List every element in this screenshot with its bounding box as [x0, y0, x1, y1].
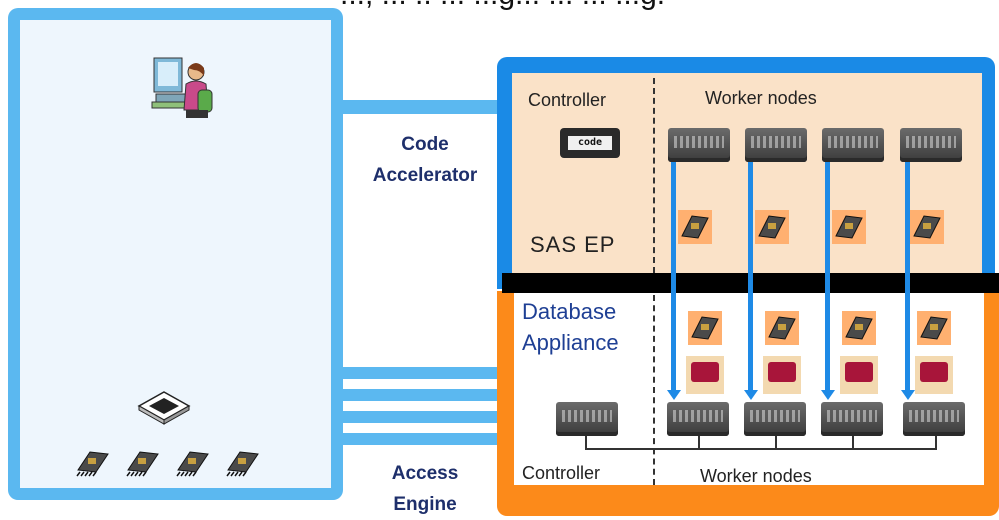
connector-access-1 [343, 367, 503, 379]
disk-icon [763, 356, 801, 394]
server-icon [822, 128, 884, 162]
arrow-head [744, 390, 758, 400]
code-accelerator-line-1: Code [401, 134, 449, 155]
code-server-icon: code [560, 128, 620, 158]
network-line [935, 436, 937, 449]
data-flow-arrow [905, 162, 910, 390]
connector-access-3 [343, 411, 503, 423]
server-icon [745, 128, 807, 162]
controller-label-bottom: Controller [522, 463, 601, 483]
code-accelerator-line-2: Accelerator [372, 165, 478, 186]
user-at-computer-icon [150, 54, 216, 126]
arrow-head [821, 390, 835, 400]
dashed-separator-bottom [653, 295, 655, 485]
database-appliance-line-2: Appliance [522, 330, 619, 355]
connector-access-2 [343, 389, 503, 401]
server-icon [667, 402, 729, 436]
memory-chip-icon [678, 210, 712, 244]
connector-code-accelerator [343, 100, 503, 114]
network-line [585, 436, 587, 449]
disk-icon [915, 356, 953, 394]
worker-nodes-label-top: Worker nodes [705, 88, 817, 108]
memory-chip-icon [72, 446, 114, 478]
memory-chip-icon [832, 210, 866, 244]
cpu-chip-icon [137, 390, 191, 438]
code-badge: code [568, 136, 612, 150]
controller-label-top: Controller [528, 90, 607, 110]
network-line [775, 436, 777, 449]
memory-chip-icon [172, 446, 214, 478]
server-icon [744, 402, 806, 436]
code-accelerator-label: Code Accelerator [355, 129, 495, 191]
data-flow-arrow [825, 162, 830, 390]
server-icon [821, 402, 883, 436]
memory-chip-icon [910, 210, 944, 244]
access-engine-line-1: Access [391, 463, 459, 484]
data-flow-arrow [671, 162, 676, 390]
arrow-head [667, 390, 681, 400]
database-appliance-line-1: Database [522, 299, 617, 324]
network-line [585, 448, 937, 450]
memory-chip-icon [917, 311, 951, 345]
memory-chip-icon [755, 210, 789, 244]
header-text: ..., ... .. ... ...g... ... ... ...g. [340, 0, 665, 12]
worker-nodes-label-bottom: Worker nodes [700, 466, 812, 486]
memory-chip-icon [842, 311, 876, 345]
disk-icon [840, 356, 878, 394]
access-engine-label: Access Engine [355, 458, 495, 520]
access-engine-line-2: Engine [393, 494, 457, 515]
server-icon [556, 402, 618, 436]
sas-ep-inner [512, 73, 982, 273]
memory-chip-icon [222, 446, 264, 478]
data-flow-arrow [748, 162, 753, 390]
server-icon [903, 402, 965, 436]
memory-chip-icon [122, 446, 164, 478]
memory-chip-icon [765, 311, 799, 345]
dashed-separator-top [653, 78, 655, 273]
sas-ep-label: SAS EP [530, 232, 616, 257]
arrow-head [901, 390, 915, 400]
memory-chip-icon [688, 311, 722, 345]
server-icon [900, 128, 962, 162]
network-line [698, 436, 700, 449]
connector-access-4 [343, 433, 503, 445]
network-line [852, 436, 854, 449]
server-icon [668, 128, 730, 162]
disk-icon [686, 356, 724, 394]
database-appliance-label: Database Appliance [522, 296, 619, 358]
